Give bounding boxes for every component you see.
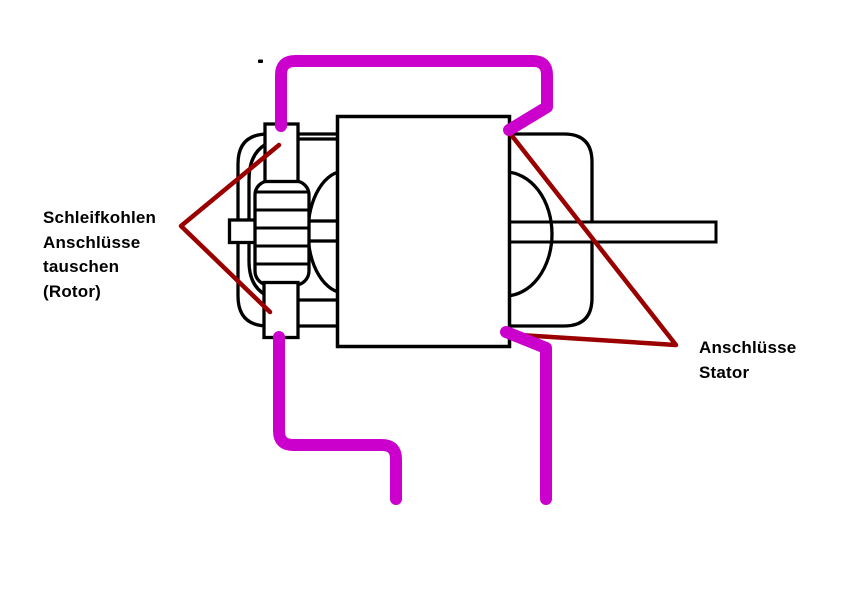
rotor-label-line-1: Schleifkohlen [43, 208, 157, 227]
wire-bottom-brush [273, 331, 402, 505]
commutator [253, 179, 311, 287]
rotor-label-line-2: Anschlüsse [43, 232, 141, 252]
stator-label-line-2: Stator [699, 362, 750, 382]
stator-housing [335, 114, 512, 349]
shaft-left-stub [227, 218, 258, 245]
stray-ink-dash [258, 59, 263, 63]
commutator-segment-lines [255, 190, 309, 266]
stator-label-pointer [502, 129, 679, 348]
stator-label: Anschlüsse Stator [699, 336, 796, 385]
wire-bottom-stator [500, 326, 552, 505]
stator-label-line-1: Anschlüsse [699, 338, 797, 357]
rotor-label-pointer [178, 142, 282, 315]
rotor-label: Schleifkohlen Anschlüsse tauschen (Rotor… [43, 206, 156, 304]
pointer-arrows [178, 129, 679, 348]
rotor-label-line-3: tauschen [43, 257, 120, 276]
rotor-label-line-4: (Rotor) [43, 281, 102, 301]
shaft-middle-segment [306, 219, 341, 243]
wires [273, 55, 553, 505]
motor-drawing [227, 114, 718, 349]
motor-shaft [507, 220, 718, 244]
wire-top-brush-to-stator [275, 55, 553, 136]
